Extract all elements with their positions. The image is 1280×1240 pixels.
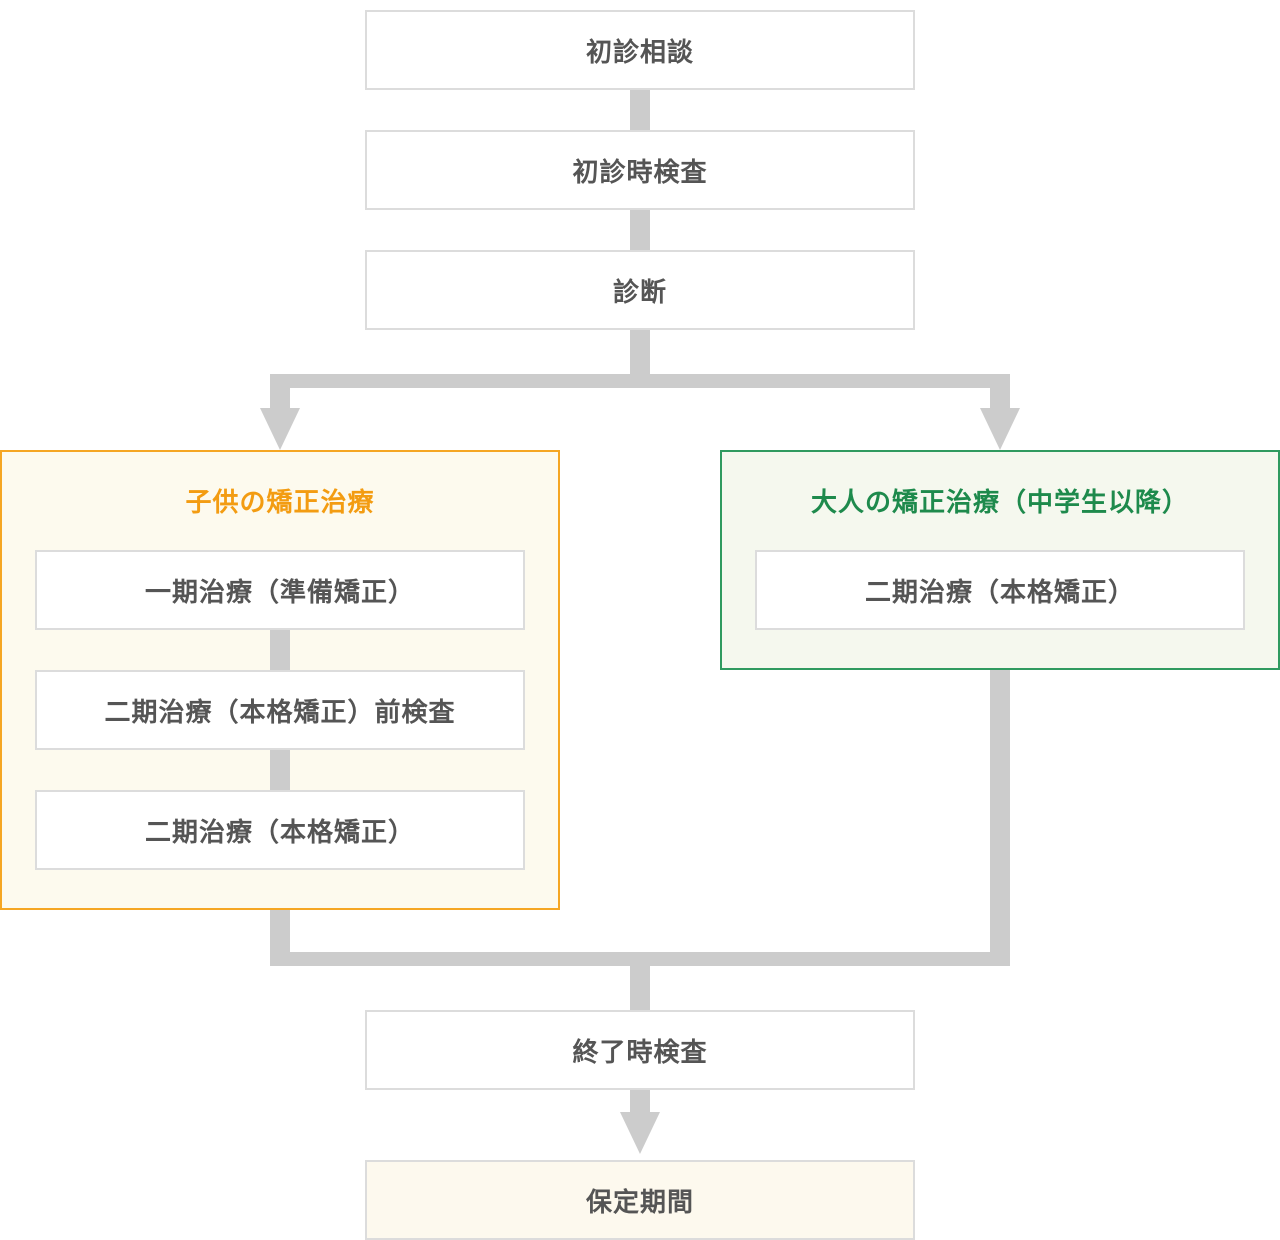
adult-step-phase2-label: 二期治療（本格矯正） xyxy=(864,577,1135,608)
connector-adult-bottom xyxy=(990,668,1010,966)
adult-step-phase2: 二期治療（本格矯正） xyxy=(755,550,1245,630)
step-diagnosis: 診断 xyxy=(365,250,915,330)
adult-treatment-group: 大人の矯正治療（中学生以降） 二期治療（本格矯正） xyxy=(720,450,1280,670)
connector-merge-stem xyxy=(630,952,650,1012)
arrow-to-adult-treatment xyxy=(980,408,1020,450)
arrow-to-retention xyxy=(620,1112,660,1154)
connector-child-step2-to-step3 xyxy=(270,748,290,794)
child-step-phase2-pre-exam-label: 二期治療（本格矯正）前検査 xyxy=(104,697,456,728)
connector-exam-to-diagnosis xyxy=(630,208,650,252)
connector-branch-left-drop xyxy=(270,374,290,410)
child-step-phase2-label: 二期治療（本格矯正） xyxy=(144,817,415,848)
connector-branch-horizontal xyxy=(270,374,1010,388)
step-retention-label: 保定期間 xyxy=(585,1187,694,1218)
child-step-phase2-pre-exam: 二期治療（本格矯正）前検査 xyxy=(35,670,525,750)
step-initial-exam: 初診時検査 xyxy=(365,130,915,210)
child-treatment-title: 子供の矯正治療 xyxy=(185,488,375,518)
step-initial-consultation: 初診相談 xyxy=(365,10,915,90)
child-step-phase1: 一期治療（準備矯正） xyxy=(35,550,525,630)
child-treatment-group: 子供の矯正治療 一期治療（準備矯正） 二期治療（本格矯正）前検査 二期治療（本格… xyxy=(0,450,560,910)
connector-diagnosis-stem xyxy=(630,328,650,386)
connector-final-to-retention xyxy=(630,1088,650,1114)
adult-treatment-title: 大人の矯正治療（中学生以降） xyxy=(810,488,1189,518)
step-final-exam-label: 終了時検査 xyxy=(572,1037,708,1068)
connector-child-bottom xyxy=(270,908,290,966)
step-initial-consultation-label: 初診相談 xyxy=(585,37,694,68)
step-retention: 保定期間 xyxy=(365,1160,915,1240)
connector-consult-to-exam xyxy=(630,88,650,132)
step-initial-exam-label: 初診時検査 xyxy=(572,157,708,188)
connector-child-step1-to-step2 xyxy=(270,628,290,674)
connector-branch-right-drop xyxy=(990,374,1010,410)
child-step-phase1-label: 一期治療（準備矯正） xyxy=(144,577,415,608)
step-final-exam: 終了時検査 xyxy=(365,1010,915,1090)
arrow-to-child-treatment xyxy=(260,408,300,450)
child-step-phase2: 二期治療（本格矯正） xyxy=(35,790,525,870)
step-diagnosis-label: 診断 xyxy=(612,277,667,308)
